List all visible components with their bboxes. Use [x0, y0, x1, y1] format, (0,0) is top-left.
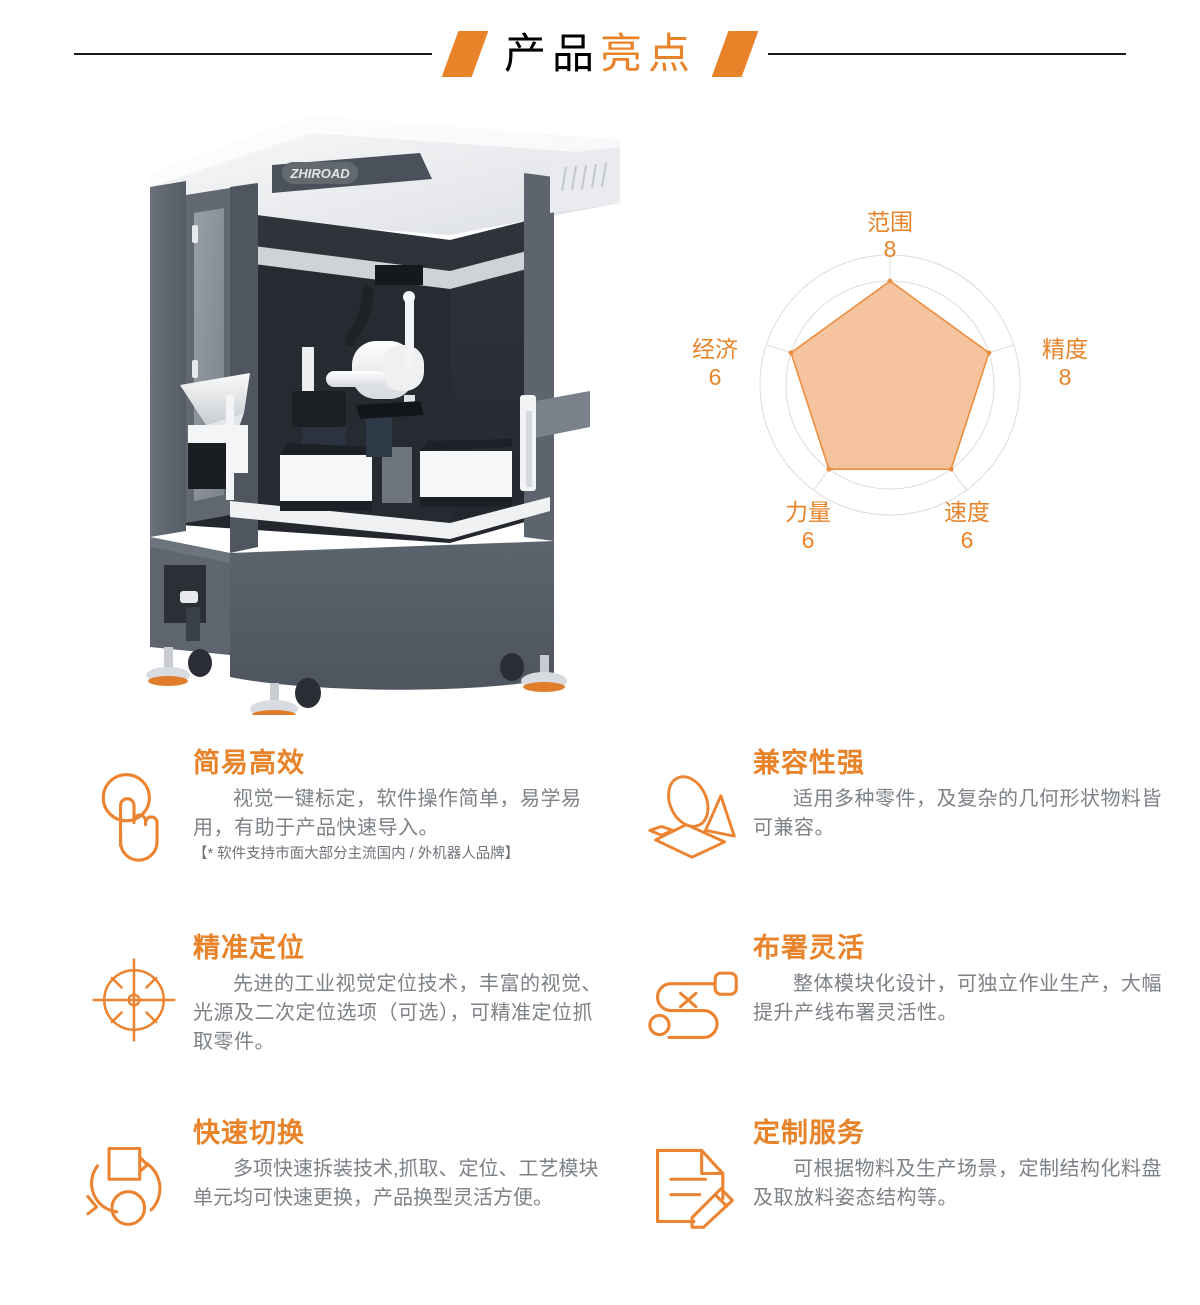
header-rule-right: [768, 53, 1127, 55]
feature-title: 简易高效: [193, 748, 305, 778]
feature-description: 整体模块化设计，可独立作业生产，大幅提升产线布署灵活性。: [753, 972, 1162, 1024]
product-machine-image: ZHIROAD: [120, 95, 640, 720]
crosshair-target-icon: [75, 930, 193, 1048]
radar-value-3: 6: [802, 527, 815, 553]
tap-hand-icon: [75, 745, 193, 863]
page-title-orange: 亮点: [600, 30, 697, 77]
feature-grid: 简易高效 视觉一键标定，软件操作简单，易学易用，有助于产品快速导入。 【* 软件…: [0, 745, 1200, 1300]
machine-brand-label: ZHIROAD: [289, 166, 350, 181]
radar-series: [788, 278, 992, 472]
feature-text: 快速切换 多项快速拆装技术,抓取、定位、工艺模块单元均可快速更换，产品换型灵活方…: [193, 1115, 635, 1213]
page-title: 产品亮点: [498, 33, 702, 75]
document-pencil-icon: [635, 1115, 753, 1233]
radar-value-4: 6: [709, 364, 722, 390]
hero-section: ZHIROAD: [0, 95, 1200, 735]
capability-radar-chart: 范围 8 精度 8 速度 6 力量 6 经济 6: [660, 205, 1120, 565]
machine-svg: ZHIROAD: [146, 115, 620, 720]
page-title-dark: 产品: [503, 30, 600, 77]
feature-text: 定制服务 可根据物料及生产场景，定制结构化料盘及取放料姿态结构等。: [753, 1115, 1195, 1213]
feature-description: 可根据物料及生产场景，定制结构化料盘及取放料姿态结构等。: [753, 1157, 1162, 1209]
feature-description: 多项快速拆装技术,抓取、定位、工艺模块单元均可快速更换，产品换型灵活方便。: [193, 1157, 599, 1209]
geometric-shapes-icon: [635, 745, 753, 863]
radar-label-1: 精度: [1042, 336, 1088, 362]
feature-item: 定制服务 可根据物料及生产场景，定制结构化料盘及取放料姿态结构等。: [635, 1115, 1195, 1300]
feature-description: 先进的工业视觉定位技术，丰富的视觉、光源及二次定位选项（可选），可精准定位抓取零…: [193, 972, 602, 1053]
radar-value-0: 8: [884, 236, 897, 262]
radar-label-3: 力量: [785, 499, 831, 525]
section-header: 产品亮点: [0, 18, 1200, 90]
radar-label-2: 速度: [944, 499, 990, 525]
feature-title: 兼容性强: [753, 748, 865, 778]
flow-path-icon: [635, 930, 753, 1048]
radar-value-1: 8: [1059, 364, 1072, 390]
feature-text: 精准定位 先进的工业视觉定位技术，丰富的视觉、光源及二次定位选项（可选），可精准…: [193, 930, 635, 1057]
feature-item: 快速切换 多项快速拆装技术,抓取、定位、工艺模块单元均可快速更换，产品换型灵活方…: [75, 1115, 635, 1300]
feature-text: 布署灵活 整体模块化设计，可独立作业生产，大幅提升产线布署灵活性。: [753, 930, 1195, 1028]
feature-title: 快速切换: [193, 1118, 305, 1148]
feature-text: 兼容性强 适用多种零件，及复杂的几何形状物料皆可兼容。: [753, 745, 1195, 843]
header-rule-left: [73, 53, 432, 55]
swap-cycle-icon: [75, 1115, 193, 1233]
feature-footnote: 【* 软件支持市面大部分主流国内 / 外机器人品牌】: [193, 845, 520, 862]
feature-item: 兼容性强 适用多种零件，及复杂的几何形状物料皆可兼容。: [635, 745, 1195, 930]
feature-description: 适用多种零件，及复杂的几何形状物料皆可兼容。: [753, 787, 1162, 839]
feature-item: 简易高效 视觉一键标定，软件操作简单，易学易用，有助于产品快速导入。 【* 软件…: [75, 745, 635, 930]
radar-label-0: 范围: [867, 209, 913, 235]
feature-title: 精准定位: [193, 933, 305, 963]
radar-svg: 范围 8 精度 8 速度 6 力量 6 经济 6: [692, 209, 1088, 553]
header-slash-left-icon: [441, 31, 489, 77]
feature-item: 精准定位 先进的工业视觉定位技术，丰富的视觉、光源及二次定位选项（可选），可精准…: [75, 930, 635, 1115]
radar-value-2: 6: [961, 527, 974, 553]
feature-text: 简易高效 视觉一键标定，软件操作简单，易学易用，有助于产品快速导入。 【* 软件…: [193, 745, 635, 864]
feature-title: 布署灵活: [753, 933, 865, 963]
radar-label-4: 经济: [692, 336, 738, 362]
feature-item: 布署灵活 整体模块化设计，可独立作业生产，大幅提升产线布署灵活性。: [635, 930, 1195, 1115]
feature-title: 定制服务: [753, 1118, 865, 1148]
feature-description: 视觉一键标定，软件操作简单，易学易用，有助于产品快速导入。: [193, 787, 582, 839]
header-slash-right-icon: [711, 31, 759, 77]
